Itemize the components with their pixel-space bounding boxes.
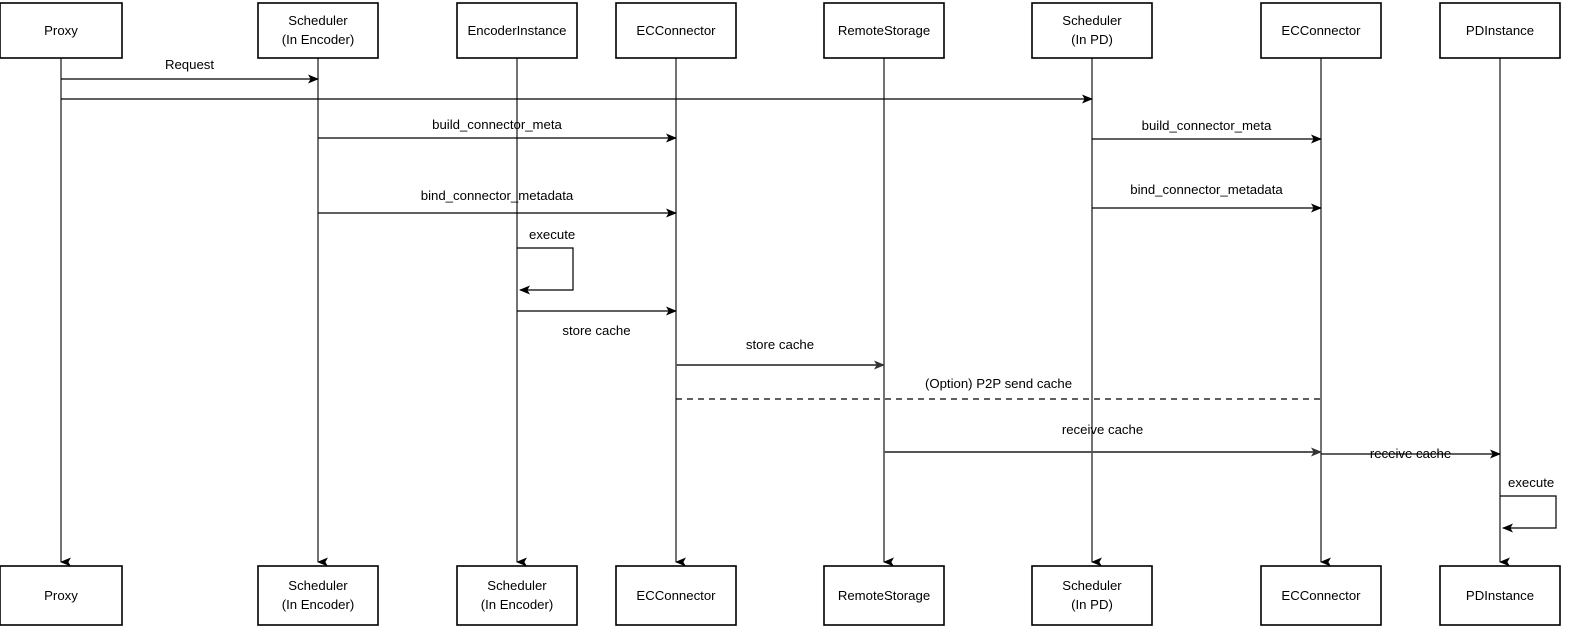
- message-label-m5: bind_connector_metadata: [421, 188, 574, 203]
- message-label-m3: build_connector_meta: [432, 117, 562, 132]
- message-label-m11: receive cache: [1370, 446, 1451, 461]
- lifelines-group: [60, 58, 1510, 567]
- participant-box-ecconnector-enc-b[interactable]: [615, 565, 737, 626]
- message-label-m4: build_connector_meta: [1142, 118, 1272, 133]
- participant-label-encoder-instance: EncoderInstance: [468, 23, 567, 38]
- message-label-m10: receive cache: [1062, 422, 1143, 437]
- participant-label-scheduler-pd-line1: Scheduler: [1062, 13, 1122, 28]
- participant-label-ecconnector-pd: ECConnector: [1281, 23, 1361, 38]
- participant-box-scheduler-encoder[interactable]: [257, 2, 379, 59]
- participant-label-scheduler-encoder-line2: (In Encoder): [282, 32, 355, 47]
- participant-label-scheduler-encoder-line1: Scheduler: [288, 13, 348, 28]
- participant-box-remote-storage-b[interactable]: [823, 565, 945, 626]
- messages-group: Request build_connector_meta build_connect…: [61, 57, 1501, 461]
- participant-label-proxy: Proxy: [44, 23, 78, 38]
- participant-box-pd-instance[interactable]: [1439, 2, 1561, 59]
- self-message-label-s2: execute: [1508, 475, 1554, 490]
- participant-label-ecconnector-pd-b: ECConnector: [1281, 588, 1361, 603]
- participant-box-scheduler-pd-b[interactable]: [1031, 565, 1153, 626]
- participant-label-scheduler-encoder-b-line2: (In Encoder): [282, 597, 355, 612]
- participant-box-pd-instance-b[interactable]: [1439, 565, 1561, 626]
- participant-box-scheduler-encoder-b[interactable]: [257, 565, 379, 626]
- participant-label-ecconnector-enc: ECConnector: [636, 23, 716, 38]
- top-participants-group: Proxy Scheduler (In Encoder) EncoderInstanc…: [0, 2, 1561, 59]
- participant-box-ecconnector-pd[interactable]: [1260, 2, 1382, 59]
- participant-box-scheduler-encoder-b2[interactable]: [456, 565, 578, 626]
- self-message-loop-s2[interactable]: [1500, 495, 1557, 533]
- participant-box-encoder-instance[interactable]: [456, 2, 578, 59]
- self-messages-group: execute execute: [517, 227, 1557, 533]
- participant-label-scheduler-pd-b-line1: Scheduler: [1062, 578, 1122, 593]
- self-message-label-s1: execute: [529, 227, 575, 242]
- message-label-m1: Request: [165, 57, 214, 72]
- message-label-m9: (Option) P2P send cache: [925, 376, 1072, 391]
- participant-label-proxy-b: Proxy: [44, 588, 78, 603]
- participant-label-pd-instance: PDInstance: [1466, 23, 1534, 38]
- participant-box-ecconnector-enc[interactable]: [615, 2, 737, 59]
- participant-box-proxy[interactable]: [0, 2, 123, 59]
- participant-box-scheduler-pd[interactable]: [1031, 2, 1153, 59]
- bottom-participants-group: Proxy Scheduler (In Encoder) Scheduler (In E…: [0, 565, 1561, 626]
- participant-label-pd-instance-b: PDInstance: [1466, 588, 1534, 603]
- participant-label-ecconnector-enc-b: ECConnector: [636, 588, 716, 603]
- self-message-loop-s1[interactable]: [517, 247, 574, 295]
- participant-box-proxy-b[interactable]: [0, 565, 123, 626]
- participant-label-scheduler-pd-b-line2: (In PD): [1071, 597, 1113, 612]
- participant-box-remote-storage[interactable]: [823, 2, 945, 59]
- participant-label-scheduler-encoder-b-line1: Scheduler: [288, 578, 348, 593]
- participant-label-scheduler-encoder-b2-line1: Scheduler: [487, 578, 547, 593]
- participant-label-scheduler-encoder-b2-line2: (In Encoder): [481, 597, 554, 612]
- participant-label-scheduler-pd-line2: (In PD): [1071, 32, 1113, 47]
- participant-box-ecconnector-pd-b[interactable]: [1260, 565, 1382, 626]
- participant-label-remote-storage: RemoteStorage: [838, 23, 930, 38]
- message-label-m7: store cache: [562, 323, 630, 338]
- message-label-m8: store cache: [746, 337, 814, 352]
- participant-label-remote-storage-b: RemoteStorage: [838, 588, 930, 603]
- message-label-m6: bind_connector_metadata: [1130, 182, 1283, 197]
